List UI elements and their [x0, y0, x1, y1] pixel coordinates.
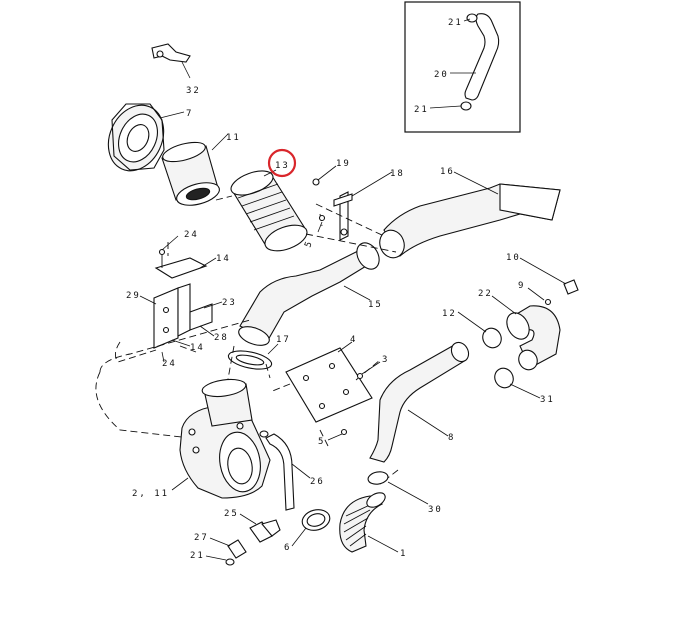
callout-14-top: 14: [216, 254, 231, 264]
callout-17: 17: [276, 335, 291, 345]
callout-6: 6: [284, 543, 291, 553]
highlight-ring-13: [267, 148, 297, 178]
callout-labels: 32 7 11 13 19 18 16 5 24 14 10 9 22 29 2…: [126, 18, 555, 561]
callout-21-inset-bottom: 21: [414, 105, 429, 115]
callout-9: 9: [518, 281, 525, 291]
assembly-lines: [95, 195, 399, 485]
bolt-10: [519, 257, 579, 306]
clamp-21-top: [466, 13, 478, 23]
callout-29: 29: [126, 291, 141, 301]
callout-24-bottom: 24: [162, 359, 177, 369]
callout-4: 4: [350, 335, 357, 345]
callout-20: 20: [434, 70, 449, 80]
cover-7: [107, 103, 185, 172]
clamp-30: [367, 471, 429, 505]
callout-1: 1: [400, 549, 407, 559]
callout-31: 31: [540, 395, 555, 405]
duct-15: [238, 242, 380, 346]
elbow-hose-1: [339, 492, 399, 553]
housing-2-11: [171, 378, 271, 499]
bracket-18: [312, 165, 393, 241]
callout-11: 11: [226, 133, 241, 143]
bracket-29: [139, 235, 223, 363]
callout-24-top: 24: [184, 230, 199, 240]
callout-5-bottom: 5: [318, 437, 325, 447]
callout-16: 16: [440, 167, 455, 177]
callout-23: 23: [222, 298, 237, 308]
hose-26: [259, 430, 311, 511]
callout-2-11: 2, 11: [132, 489, 169, 499]
inner-element-13: [230, 169, 308, 252]
callout-18: 18: [390, 169, 405, 179]
callout-15: 15: [368, 300, 383, 310]
callout-21-inset-top: 21: [448, 18, 463, 28]
gasket-17: [227, 343, 279, 370]
inset-box: [404, 1, 521, 133]
callout-28: 28: [214, 333, 229, 343]
bolts: [317, 214, 381, 441]
plate-4: [285, 341, 373, 423]
clamp-21-bottom: [460, 101, 472, 111]
elbow-22: [457, 295, 561, 399]
duct-16: [379, 171, 561, 259]
callout-3: 3: [382, 355, 389, 365]
tube-8: [369, 341, 470, 463]
callout-12: 12: [442, 309, 457, 319]
callout-21-bottom: 21: [190, 551, 205, 561]
fitting-27: [205, 537, 247, 566]
callout-13: 13: [275, 161, 290, 171]
callout-8: 8: [448, 433, 455, 443]
bracket-32: [151, 43, 191, 79]
clamp-6: [291, 509, 331, 547]
callout-7: 7: [186, 109, 193, 119]
callout-26: 26: [310, 477, 325, 487]
callout-5-top: 5: [303, 239, 315, 249]
callout-25: 25: [224, 509, 239, 519]
valve-25: [239, 513, 281, 543]
callout-27: 27: [194, 533, 209, 543]
callout-22: 22: [478, 289, 493, 299]
callout-10: 10: [506, 253, 521, 263]
filter-11: [161, 133, 229, 206]
callout-30: 30: [428, 505, 443, 515]
callout-19: 19: [336, 159, 351, 169]
hose-20: [464, 13, 500, 101]
callout-32: 32: [186, 86, 201, 96]
callout-14-bottom: 14: [190, 343, 205, 353]
